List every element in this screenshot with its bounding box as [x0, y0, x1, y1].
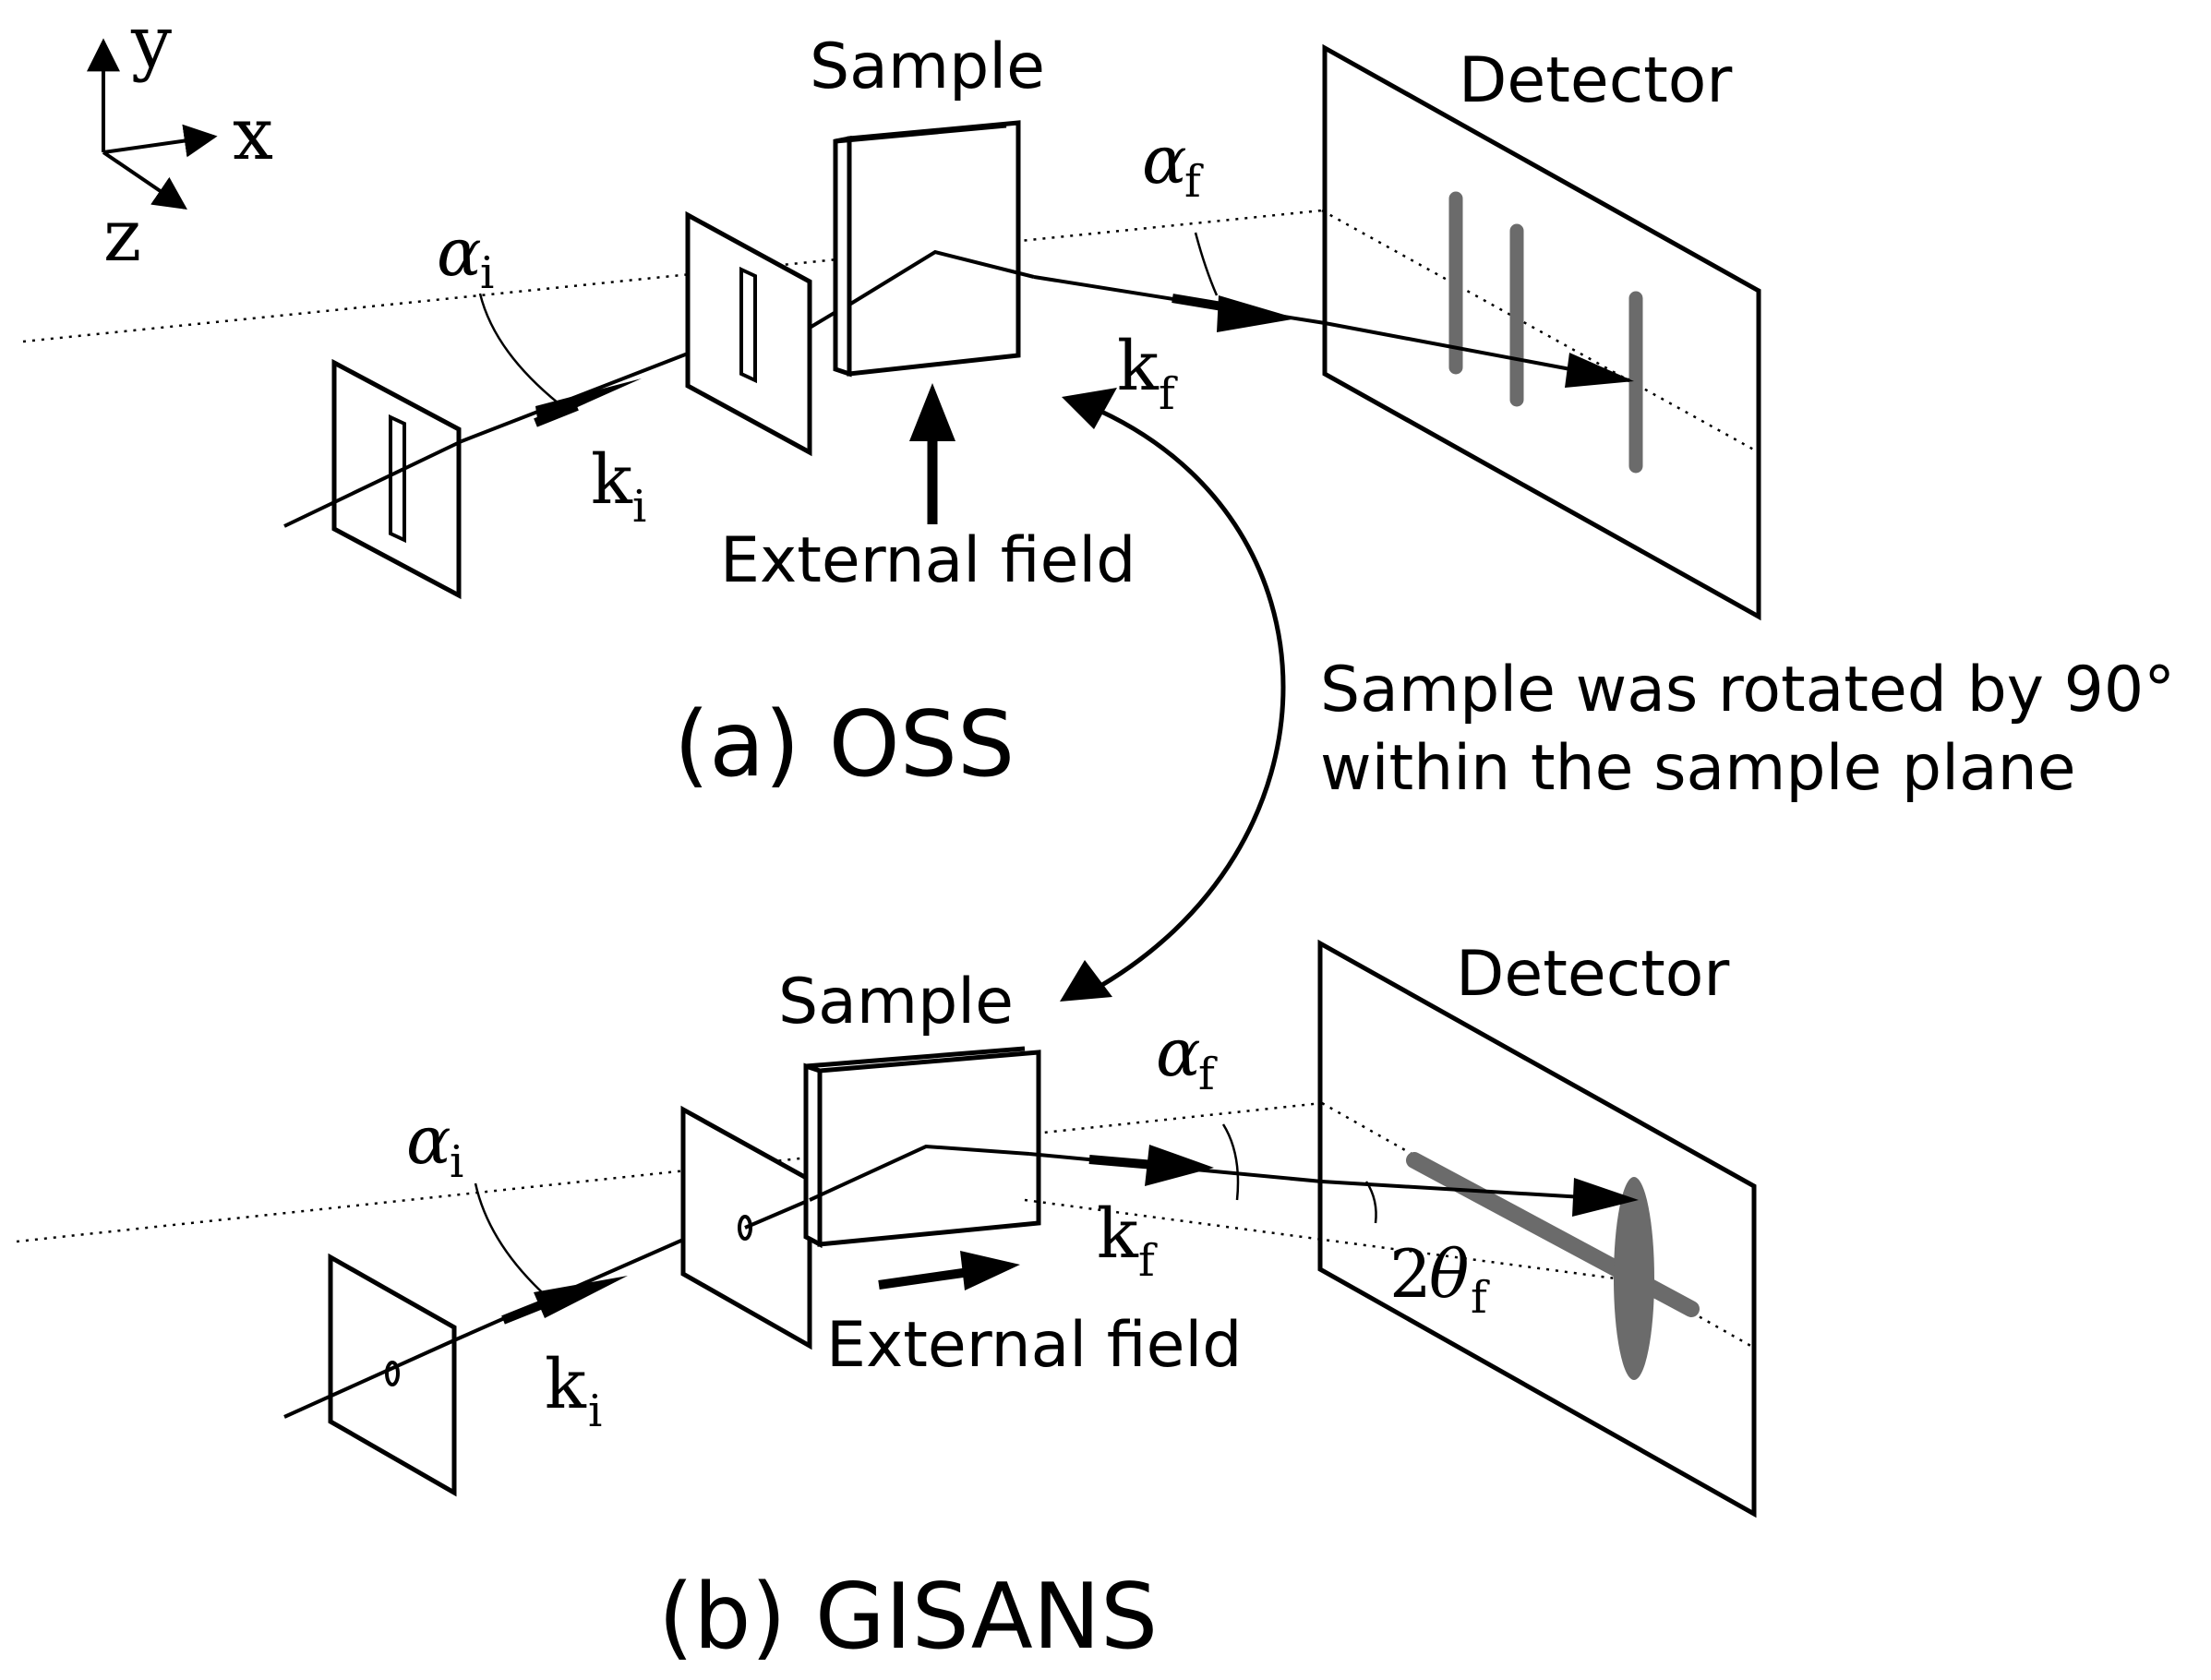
detector-label-a: Detector — [1459, 44, 1732, 117]
sample-label-b: Sample — [778, 966, 1014, 1038]
rotation-indicator: Sample was rotated by 90° within the sam… — [1060, 388, 2175, 1002]
kf-label-a: k f — [1117, 327, 1178, 420]
rotation-note-line1: Sample was rotated by 90° — [1320, 654, 2175, 726]
alpha-i-label-a: α i — [437, 213, 494, 299]
reference-plane-line — [22, 209, 1323, 343]
rotation-curved-arrow — [1087, 403, 1286, 995]
svg-text:α: α — [437, 213, 482, 291]
svg-text:i: i — [588, 1386, 602, 1437]
ki-arrowhead-b — [534, 1276, 628, 1318]
alpha-i-arc-a — [478, 293, 559, 404]
kf-arrowhead-b — [1145, 1145, 1214, 1186]
two-theta-arc — [1364, 1181, 1377, 1224]
svg-text:i: i — [632, 481, 646, 533]
svg-text:k: k — [1097, 1194, 1139, 1274]
detector-signal-streaks — [1448, 191, 1643, 474]
detector-label-b: Detector — [1456, 938, 1729, 1011]
svg-text:θ: θ — [1429, 1235, 1469, 1313]
panel-a: Sample Detector External field α i α f k… — [22, 30, 1761, 798]
slit-2 — [685, 210, 812, 457]
panel-b-caption: (b) GISANS — [658, 1565, 1158, 1670]
svg-text:2: 2 — [1389, 1235, 1432, 1313]
svg-text:α: α — [1142, 121, 1187, 198]
external-field-label-b: External field — [826, 1309, 1242, 1382]
incoming-beam-b — [283, 1338, 455, 1419]
axis-z-label: z — [103, 195, 141, 278]
reflected-path-b — [809, 1144, 1030, 1202]
ki-label-b: k i — [545, 1345, 602, 1437]
svg-text:f: f — [1198, 1049, 1218, 1100]
rotation-note-line2: within the sample plane — [1320, 732, 2076, 805]
alpha-i-arc-b — [474, 1182, 553, 1302]
svg-text:k: k — [545, 1345, 587, 1424]
slit-1 — [331, 358, 462, 600]
alpha-f-label-b: α f — [1156, 1014, 1218, 1100]
coordinate-axes — [87, 38, 218, 210]
two-theta-label: 2 θ f — [1389, 1235, 1490, 1324]
external-field-arrow-b — [878, 1267, 970, 1290]
svg-text:f: f — [1138, 1235, 1158, 1287]
sample-label-a: Sample — [810, 30, 1045, 103]
svg-text:i: i — [450, 1136, 463, 1188]
panel-a-caption: (a) OSS — [674, 692, 1015, 798]
incoming-beam — [283, 439, 463, 528]
kf-arrowhead — [1217, 295, 1297, 332]
alpha-f-arc-a — [1194, 232, 1219, 296]
svg-text:α: α — [406, 1101, 451, 1179]
svg-text:f: f — [1159, 368, 1178, 420]
alpha-f-label-a: α f — [1142, 121, 1204, 208]
axis-x-label: x — [233, 93, 273, 176]
sample-a — [833, 120, 1021, 378]
axis-y-label: y — [130, 1, 172, 84]
svg-text:k: k — [1117, 327, 1160, 406]
reflected-path — [847, 249, 1035, 306]
external-field-label-a: External field — [720, 524, 1136, 597]
reference-plane-line-b — [16, 1101, 1323, 1243]
svg-text:f: f — [1471, 1272, 1490, 1324]
detector-signal-b — [1406, 1152, 1700, 1380]
kf-label-b: k f — [1097, 1194, 1158, 1287]
svg-text:α: α — [1156, 1014, 1201, 1091]
alpha-f-arc-b — [1221, 1123, 1240, 1201]
svg-text:i: i — [480, 247, 494, 299]
svg-text:k: k — [591, 440, 633, 520]
panel-b: Sample Detector External field α i α f k… — [16, 938, 1757, 1670]
ki-label-a: k i — [591, 440, 646, 533]
alpha-i-label-b: α i — [406, 1101, 463, 1188]
pinhole-1 — [328, 1253, 457, 1497]
svg-text:f: f — [1184, 156, 1204, 208]
